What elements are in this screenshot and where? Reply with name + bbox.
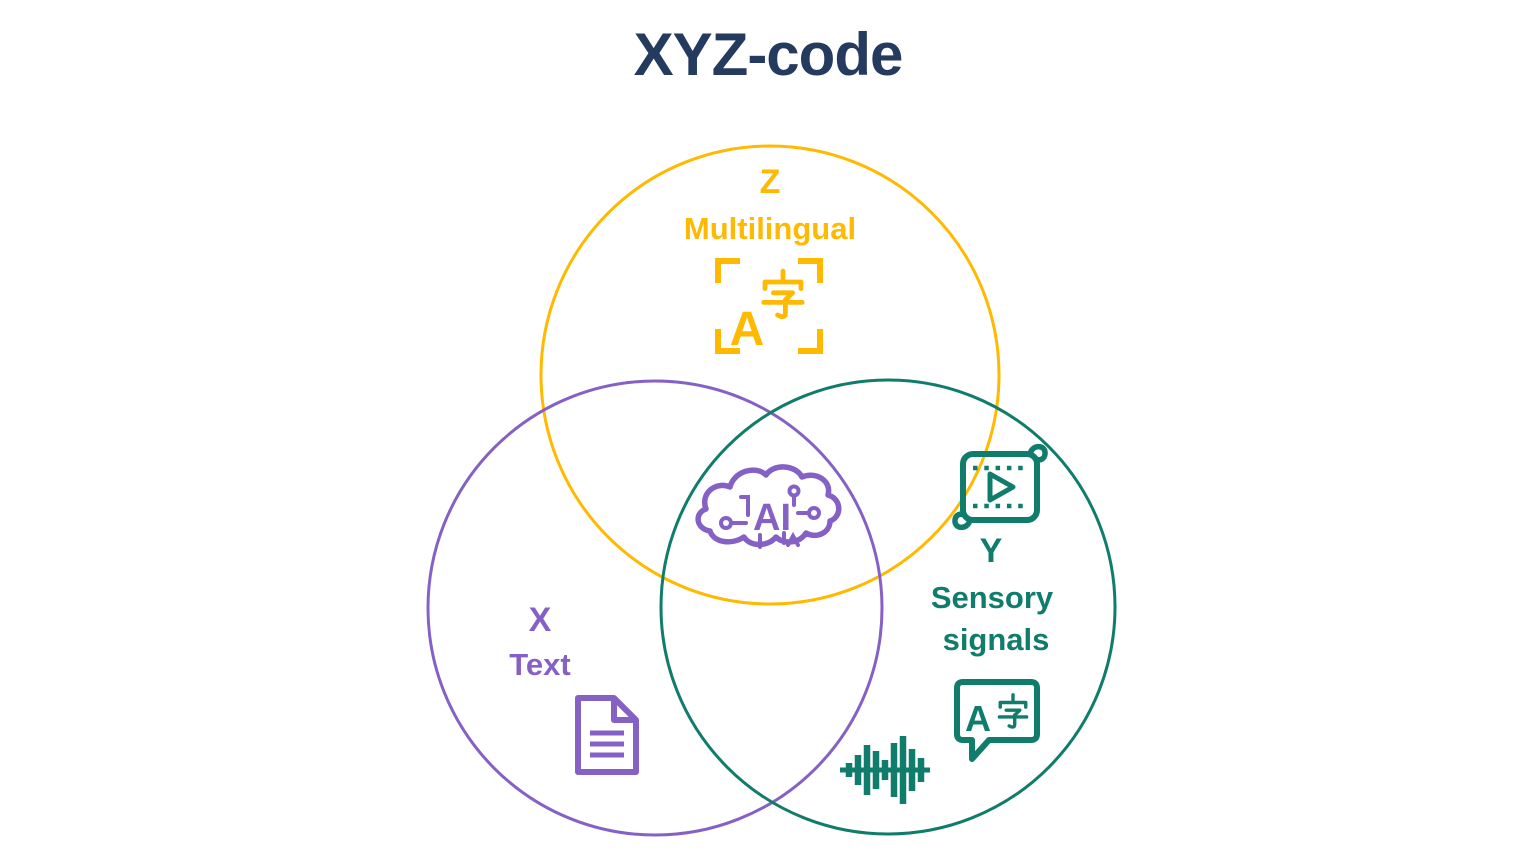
label-x-letter: X: [529, 601, 552, 639]
label-x-text: Text: [509, 647, 570, 682]
translate-brackets: [715, 258, 823, 354]
play-icon: [987, 471, 1016, 503]
translate-icon: A: [715, 258, 823, 356]
bubble-a-letter: A: [965, 698, 991, 739]
label-y-signals: signals: [943, 622, 1050, 657]
document-text-lines: [590, 730, 624, 758]
film-reel-icon: [952, 443, 1048, 531]
ai-cloud-outline: [695, 464, 842, 548]
film-scroll-curl-bottom: [952, 511, 973, 531]
speech-translate-icon: A: [954, 679, 1040, 762]
speech-bubble-outline: [954, 679, 1040, 762]
label-y-letter: Y: [980, 532, 1003, 570]
translate-a-letter: A: [730, 303, 765, 356]
label-z-letter: Z: [760, 163, 781, 201]
ai-label: AI: [753, 497, 791, 539]
circle-y-sensory: [659, 378, 1117, 836]
diagram-title: XYZ-code: [633, 21, 904, 88]
ai-circuit-traces: [719, 484, 821, 549]
waveform-bars: [845, 736, 925, 804]
audio-waveform-icon: [840, 736, 930, 804]
cjk-character-glyph: [997, 693, 1029, 729]
document-icon: [575, 695, 639, 775]
label-z-multilingual: Multilingual: [684, 211, 856, 246]
ai-brain-icon: AI: [695, 464, 842, 549]
circle-x-text: [426, 379, 884, 837]
document-outline: [575, 695, 639, 775]
document-fold: [611, 698, 636, 723]
cjk-character-glyph: [764, 271, 802, 316]
film-scroll-curl-top: [1027, 443, 1048, 463]
circle-z-multilingual: [539, 144, 1001, 606]
film-body: [960, 451, 1040, 523]
label-y-sensory: Sensory: [931, 580, 1054, 615]
